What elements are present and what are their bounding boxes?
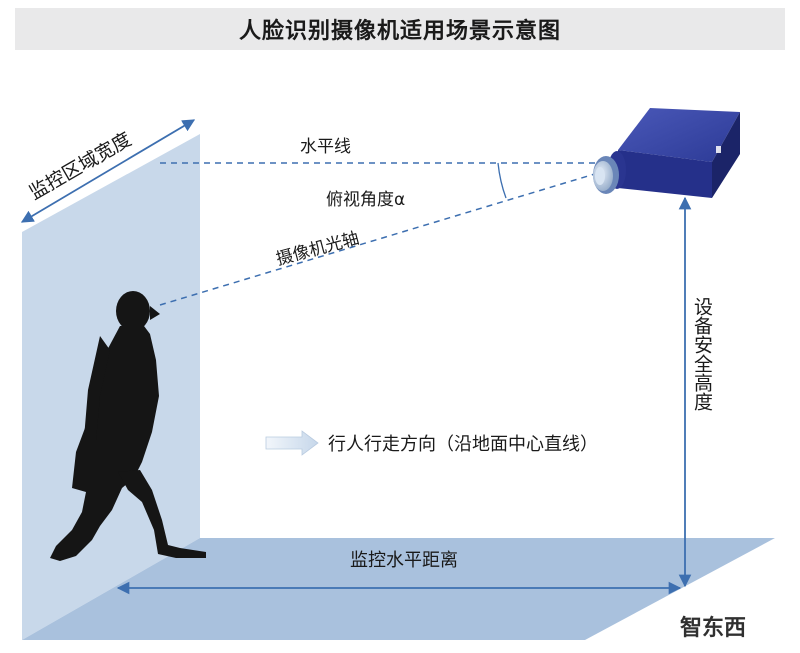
width-arrow — [20, 119, 196, 223]
angle-label: 俯视角度α — [326, 190, 405, 210]
watermark: 智东西 — [680, 615, 746, 641]
diagram-title: 人脸识别摄像机适用场景示意图 — [238, 19, 561, 44]
height-label: 设备安全高度 — [691, 297, 713, 411]
walk-direction-label: 行人行走方向（沿地面中心直线） — [328, 434, 598, 455]
walk-direction-arrow-icon — [265, 430, 319, 456]
pedestrian-silhouette — [50, 291, 206, 561]
camera-icon — [593, 108, 740, 198]
distance-label: 监控水平距离 — [350, 550, 458, 571]
horizon-label: 水平线 — [300, 137, 351, 157]
title-bar: 人脸识别摄像机适用场景示意图 — [15, 8, 785, 50]
optical-axis-label: 摄像机光轴 — [274, 229, 361, 270]
angle-arc — [497, 162, 507, 199]
